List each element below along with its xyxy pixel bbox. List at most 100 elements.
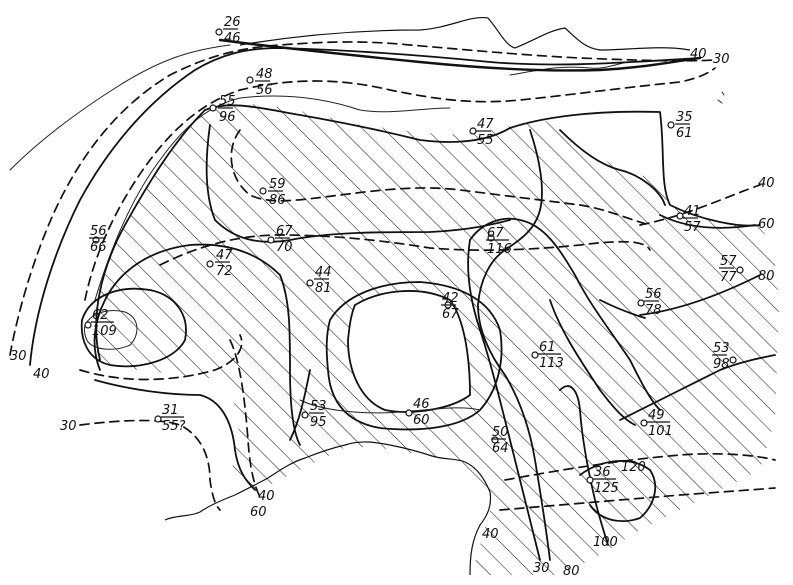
station-top-value: 56 — [645, 287, 662, 302]
station-circle-icon — [259, 187, 267, 195]
station-top-value: 49 — [648, 408, 665, 423]
station-top-value: 56 — [90, 224, 107, 239]
isoline-enclave-40 — [347, 290, 471, 413]
station-circle-icon — [246, 76, 254, 84]
station-circle-icon — [84, 321, 92, 329]
station-bottom-value: 98 — [713, 357, 730, 372]
station-bottom-value: 57 — [684, 220, 701, 235]
isoline-60-central — [289, 369, 311, 441]
station-circle-icon — [676, 212, 684, 220]
station-bottom-value: 67 — [442, 307, 459, 322]
isoline-80-south — [467, 239, 541, 561]
station-top-value: 35 — [676, 110, 693, 125]
station-top-value: 57 — [720, 254, 737, 269]
isoline-60-west — [93, 243, 301, 446]
coastline — [164, 441, 492, 576]
station-circle-icon — [531, 351, 539, 359]
station-bottom-value: 101 — [648, 424, 673, 439]
isoline-dashed-2 — [159, 234, 651, 266]
isoline-inner-west — [83, 310, 138, 350]
station-bottom-value: 86 — [269, 193, 286, 208]
isoline-east-80 — [639, 274, 761, 316]
station-circle-icon — [667, 121, 675, 129]
isoline-east-3 — [619, 354, 776, 421]
isoline-dashed-se — [499, 487, 776, 511]
station-bottom-value: 55 — [477, 133, 494, 148]
station-bottom-value: 70 — [276, 240, 293, 255]
station-circle-icon — [301, 411, 309, 419]
isoline-label: 60 — [758, 217, 775, 232]
station-top-value: 36 — [594, 465, 611, 480]
station-bottom-value: 95 — [310, 415, 327, 430]
station-top-value: 61 — [539, 340, 556, 355]
isoline-thin-outer — [9, 44, 231, 171]
station-circle-icon — [729, 356, 737, 364]
station-circle-icon — [637, 299, 645, 307]
station-bottom-value: 113 — [539, 356, 564, 371]
isoline-dashed-interior — [230, 129, 651, 226]
isoline-east-2 — [599, 299, 646, 319]
isoline-100 — [477, 129, 551, 561]
enclave-unhatched — [348, 290, 470, 412]
station-top-value: 42 — [442, 291, 459, 306]
isoline-label: 30 — [713, 52, 730, 67]
station-bottom-value: 46 — [224, 31, 241, 46]
isoline-label: 100 — [593, 535, 618, 550]
station-bottom-value: 66 — [90, 240, 107, 255]
station-top-value: 53 — [713, 341, 730, 356]
isoline-40-inner — [84, 67, 716, 301]
isoline-60-east — [659, 214, 756, 229]
station-circle-icon — [206, 260, 214, 268]
station-circle-icon — [640, 419, 648, 427]
isoline-label: 40 — [690, 47, 707, 62]
isoline-label: 60 — [250, 505, 267, 520]
isoline-label: 120 — [621, 460, 646, 475]
isoline-40-south — [94, 379, 256, 491]
isoline-40-north — [218, 38, 702, 72]
station-top-value: 47 — [216, 248, 233, 263]
station-top-value: 47 — [477, 117, 494, 132]
station-circle-icon — [306, 279, 314, 287]
station-top-value: 59 — [269, 177, 286, 192]
isoline-label: 80 — [563, 564, 580, 579]
station-top-value: 62 — [92, 308, 109, 323]
isoline-thin-2 — [94, 95, 451, 301]
isoline-100-south — [559, 385, 609, 546]
station-circle-icon — [736, 266, 744, 274]
station-bottom-value: 81 — [315, 281, 332, 296]
isoline-east-1 — [559, 129, 666, 206]
station-bottom-value: 109 — [92, 324, 117, 339]
isoline-60-inner — [205, 124, 511, 243]
station-bottom-value: 55? — [162, 419, 186, 434]
isoline-label: 30 — [10, 349, 27, 364]
isoline-label: 80 — [758, 269, 775, 284]
station-bottom-value: 60 — [413, 413, 430, 428]
station-top-value: 46 — [413, 397, 430, 412]
isoline-50 — [95, 104, 761, 361]
isoline-40-west — [29, 47, 701, 366]
station-bottom-value: 78 — [645, 303, 662, 318]
isoline-label: 40 — [258, 489, 275, 504]
station-circle-icon — [209, 104, 217, 112]
station-top-value: 53 — [310, 399, 327, 414]
station-circle-icon — [215, 28, 223, 36]
isoline-thin-central — [299, 399, 481, 414]
station-bottom-value: 96 — [219, 110, 236, 125]
